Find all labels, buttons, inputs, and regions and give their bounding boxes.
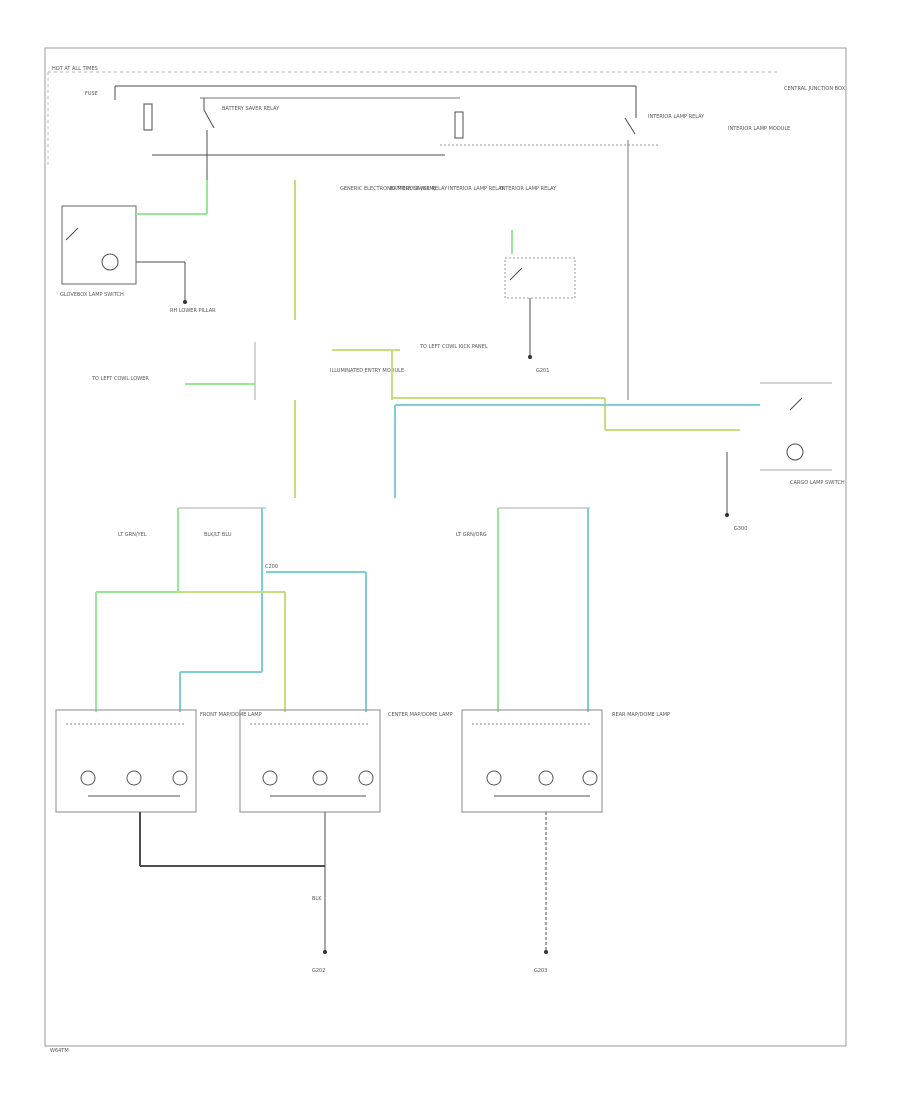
to-left-kick-label: TO LEFT COWL KICK PANEL xyxy=(419,344,488,350)
junction-label: CENTRAL JUNCTION BOX xyxy=(784,86,846,92)
diagram-frame xyxy=(44,47,847,1047)
bulb-icon xyxy=(358,770,374,786)
module-note-b: BATTERY SAVER RELAY xyxy=(390,186,448,192)
hot-label: HOT AT ALL TIMES xyxy=(52,66,98,72)
figure-id: W64TM xyxy=(50,1048,69,1054)
relay-contact-2 xyxy=(624,117,636,135)
cargo-switch-label: CARGO LAMP SWITCH xyxy=(790,480,845,486)
ground-dot-4 xyxy=(323,950,327,954)
bulb-icon xyxy=(172,770,188,786)
glovebox-label: GLOVEBOX LAMP SWITCH xyxy=(60,292,124,298)
g202-label: G202 xyxy=(312,968,325,974)
ground-dot-3 xyxy=(725,513,729,517)
interior-relay-label: INTERIOR LAMP RELAY xyxy=(648,114,705,120)
bulb-icon xyxy=(582,770,598,786)
g203-label: G203 xyxy=(534,968,547,974)
center-dome-label: CENTER MAP/DOME LAMP xyxy=(388,712,453,718)
wire-label-4: BLK xyxy=(312,896,322,902)
wire-label-2: BLK/LT BLU xyxy=(204,532,232,538)
lamp-bulb-icon xyxy=(101,253,119,271)
splice-label: C200 xyxy=(265,564,278,570)
cargo-contact xyxy=(789,397,803,411)
ctrl-head-label: ILLUMINATED ENTRY MODULE xyxy=(330,368,404,374)
interior-lamp-coil xyxy=(454,111,464,139)
rear-dome-lamp[interactable] xyxy=(461,709,603,813)
wire-label-1: LT GRN/YEL xyxy=(118,532,147,538)
module-note-d: INTERIOR LAMP RELAY xyxy=(500,186,557,192)
bulb-icon xyxy=(486,770,502,786)
bulb-icon xyxy=(80,770,96,786)
battery-saver-coil xyxy=(143,103,153,131)
bulb-icon xyxy=(312,770,328,786)
ground-dot-2 xyxy=(528,355,532,359)
ilm-label: INTERIOR LAMP MODULE xyxy=(728,126,790,132)
right-pillar-label: RH LOWER PILLAR xyxy=(170,308,216,314)
bulb-icon xyxy=(126,770,142,786)
center-dome-lamp[interactable] xyxy=(239,709,381,813)
front-dome-label: FRONT MAP/DOME LAMP xyxy=(200,712,262,718)
switch-contact xyxy=(65,227,79,241)
module-note-c: INTERIOR LAMP RELAY xyxy=(448,186,505,192)
fuse-label: FUSE xyxy=(85,91,98,97)
relay-contact xyxy=(203,109,215,129)
bulb-icon xyxy=(262,770,278,786)
g201-label: G201 xyxy=(536,368,549,374)
bulb-icon xyxy=(538,770,554,786)
module-note-a: GENERIC ELECTRONIC MODULE (GEM) xyxy=(340,186,436,192)
rear-dome-label: REAR MAP/DOME LAMP xyxy=(612,712,670,718)
g300-label: G300 xyxy=(734,526,747,532)
cargo-bulb-icon xyxy=(786,443,804,461)
left-pillar-label: TO LEFT COWL LOWER xyxy=(91,376,149,382)
glovebox-switch[interactable] xyxy=(61,205,137,285)
front-dome-lamp[interactable] xyxy=(55,709,197,813)
switch-contact-2 xyxy=(509,267,523,281)
ground-dot-5 xyxy=(544,950,548,954)
battery-saver-label: BATTERY SAVER RELAY xyxy=(222,106,280,112)
wire-label-3: LT GRN/ORG xyxy=(456,532,487,538)
door-switch[interactable] xyxy=(504,257,576,299)
ground-dot xyxy=(183,300,187,304)
